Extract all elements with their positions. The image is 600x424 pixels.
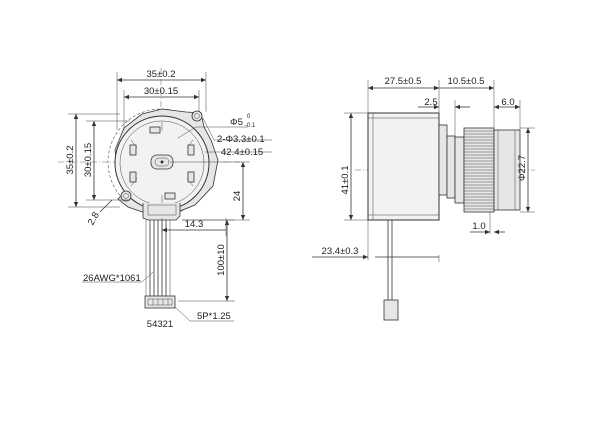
stator-teeth (129, 122, 195, 204)
dim-offset: 24 (232, 191, 243, 202)
shaft-front (150, 154, 174, 170)
dim-flange: 2.5 (424, 97, 437, 108)
dim-shaft-tol-upper: 0 (247, 114, 251, 120)
dim-width-inner: 30±0.15 (144, 86, 178, 97)
dim-lead-offset: 23.4±0.3 (322, 246, 359, 257)
dim-shaft-tol-lower: -0.1 (245, 123, 256, 129)
cable-bracket (142, 203, 181, 221)
mount-hole-left (120, 190, 132, 202)
dim-tab-size: 2.8 (86, 210, 102, 227)
dim-gear-length: 10.5±0.5 (448, 76, 485, 87)
lead-wire-side (383, 220, 399, 321)
mount-hole-right (191, 110, 203, 122)
dim-height-inner: 30±0.15 (83, 143, 94, 177)
front-view: 35±0.2 30±0.15 35±0.2 30±0.15 2.8 Φ5 0 -… (58, 68, 272, 330)
lead-wires (145, 220, 171, 296)
dim-mount-holes: 2-Φ3.3±0.1 (217, 134, 265, 145)
connector-5p (144, 295, 176, 309)
dim-lead-length: 100±10 (216, 244, 227, 276)
dim-gear-dia: Φ22.7 (517, 155, 528, 181)
dim-width-outer: 35±0.2 (147, 69, 176, 80)
dim-bracket: 14.3 (185, 219, 204, 230)
side-view: 27.5±0.5 10.5±0.5 2.5 6.0 41±0.1 Φ22.7 1… (312, 76, 535, 321)
flange-plate (438, 124, 448, 196)
dim-shaft-dia: Φ5 (230, 117, 243, 128)
dim-gear-offset: 1.0 (472, 221, 485, 232)
dim-pcd: 42.4±0.15 (221, 147, 263, 158)
dim-body-depth: 27.5±0.5 (385, 76, 422, 87)
dim-height-outer: 35±0.2 (65, 146, 76, 175)
leader-shaft (177, 126, 197, 139)
dim-body-dia: 41±0.1 (340, 166, 351, 195)
dim-gear-face: 6.0 (501, 97, 514, 108)
connector-spec: 5P*1.25 (197, 311, 231, 322)
wire-spec: 26AWG*1061 (83, 273, 141, 284)
motor-body-side (367, 112, 440, 221)
pin-order: 54321 (147, 319, 173, 330)
gear-side (454, 127, 521, 213)
